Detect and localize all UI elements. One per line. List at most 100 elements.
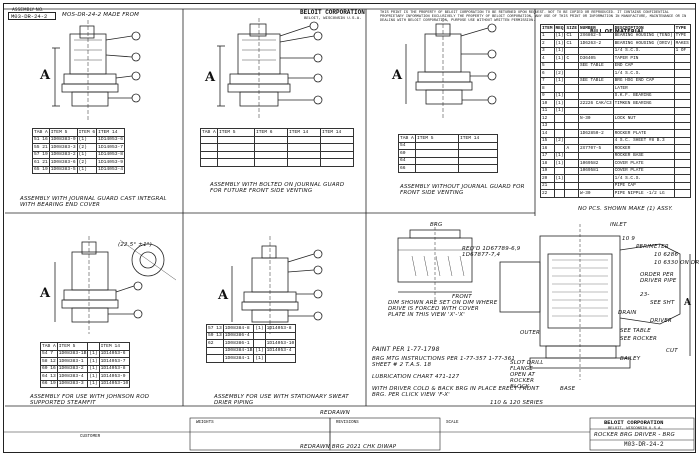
brg-mtg-note: BRG MTG INSTRUCTIONS PER 1-77-357 1-77-3… <box>372 356 516 368</box>
title-place: BELOIT, WISCONSIN U.S.A. <box>608 427 663 431</box>
bom-header: NUMBER <box>578 24 614 33</box>
table-row: 60 <box>398 149 498 158</box>
table-header: TAB A <box>398 134 416 143</box>
lube-label: ORDER PER DRIVER PIPE <box>640 272 677 284</box>
table-header: TAB A <box>40 342 58 351</box>
lube-label: BAILEY <box>620 356 641 362</box>
assembly-label: ASSEMBLY NO. <box>12 7 44 12</box>
bearing-section-detail <box>499 224 691 380</box>
lube-label: DRAIN <box>618 310 637 316</box>
table-header: ITEM 14 <box>98 342 131 351</box>
view-1-assembly <box>52 20 141 120</box>
section-x-x-detail <box>397 222 473 300</box>
paint-note: PAINT PER 1-77-1798 <box>372 346 440 353</box>
weights-label: WEIGHTS <box>196 421 214 425</box>
driver-note: WITH DRIVER COLD & BACK BRG IN PLACE ERE… <box>372 386 540 398</box>
front-label: FRONT <box>452 294 472 300</box>
table-row <box>200 135 354 144</box>
table-header: ITEM 5 <box>415 134 459 143</box>
table-header: ITEM 14 <box>320 128 354 137</box>
table-row: 1D08384-1B(1)1D14053-4 <box>206 346 297 355</box>
bom-header: ITEM <box>540 24 555 33</box>
inlet-label: INLET <box>610 222 627 228</box>
bom-header: TYPE <box>673 24 691 33</box>
table-row <box>200 158 354 167</box>
drawing-number-top: M03-DR-24-2 <box>11 13 48 20</box>
dim-note: DIM SHOWN ARE SET ON DIM WHERE DRIVE IS … <box>388 300 498 318</box>
caption-view-5: ASSEMBLY FOR USE WITH STATIONARY SWEAT D… <box>214 394 349 406</box>
view-2-assembly <box>217 18 323 120</box>
angle-note: (22.5° ±1°) <box>118 242 153 248</box>
customer-label: CUSTOMER <box>80 435 101 439</box>
view-5-assembly <box>231 236 323 334</box>
bom-header: SIZE <box>564 24 579 33</box>
lubrication-note: LUBRICATION CHART 471-127 <box>372 374 460 380</box>
brg-label: BRG <box>430 222 443 228</box>
caption-view-4: ASSEMBLY FOR USE WITH JOHNSON ROD SUPPOR… <box>30 394 150 406</box>
caption-view-3: ASSEMBLY WITHOUT JOURNAL GUARD FOR FRONT… <box>400 184 525 196</box>
table-header: ITEM 5 <box>48 128 78 137</box>
drawing-number-box: M03-DR-24-2 <box>8 12 56 20</box>
lube-label: 10 6286 <box>654 252 679 258</box>
bom-row: 13 <box>540 121 691 130</box>
bolt-note: REQ'D 1D67789-6,9 1D67877-7,4 <box>462 246 521 258</box>
caption-view-2: ASSEMBLY WITH BOLTED ON JOURNAL GUARD FO… <box>210 182 345 194</box>
bom-row: 11(1) <box>540 106 691 115</box>
bom-header: REQ <box>553 24 566 33</box>
table-row: 54 <box>398 141 498 150</box>
lube-label: 10 9 <box>622 236 636 242</box>
view-3-assembly <box>405 18 497 118</box>
table-header: ITEM 14 <box>458 134 498 143</box>
table-header: ITEM 5 <box>217 128 255 137</box>
ring-note: SLOT DRILL FLANGE OPEN AT ROCKER BLOCK <box>510 360 544 390</box>
title-drawing-number: M03-DR-24-2 <box>624 441 664 448</box>
redrawn-note: REDRAWN BRG 2021 CHK DIWAP <box>300 444 397 450</box>
bom-row: 3(1)1/4 S.C.S.1 OF <box>540 46 691 55</box>
scale-label: SCALE <box>446 421 459 425</box>
bom-row: 9(1)S.K.F. BEARING <box>540 91 691 100</box>
lube-label: DRIVER <box>650 318 672 324</box>
table-row: 1D08384-1(1) <box>206 354 297 363</box>
table-header: ITEM 6 <box>76 128 98 137</box>
lube-label: 10 6330 ON DR <box>654 260 700 266</box>
bom-row: 17(1)ROCKER BASE <box>540 151 691 160</box>
table-row <box>200 143 354 152</box>
table-row <box>200 150 354 159</box>
table-row: 66 <box>398 164 498 173</box>
dim-a-label-3: A <box>392 68 403 83</box>
dim-a-label-4: A <box>40 286 51 301</box>
table-row: 64 <box>398 156 498 165</box>
bom-row: 6(2)1/4 S.C.S. <box>540 69 691 78</box>
table-header: ITEM 5 <box>56 342 89 351</box>
series-note: 110 & 120 SERIES <box>490 400 544 406</box>
caption-redrawn: REDRAWN <box>320 410 350 416</box>
table-header: ITEM 6 <box>254 128 288 137</box>
lube-label: SEE TABLE <box>620 328 651 334</box>
view-4-assembly <box>54 236 177 334</box>
bom-footnote: NO PCS. SHOWN MAKE (1) ASSY. <box>578 206 674 212</box>
